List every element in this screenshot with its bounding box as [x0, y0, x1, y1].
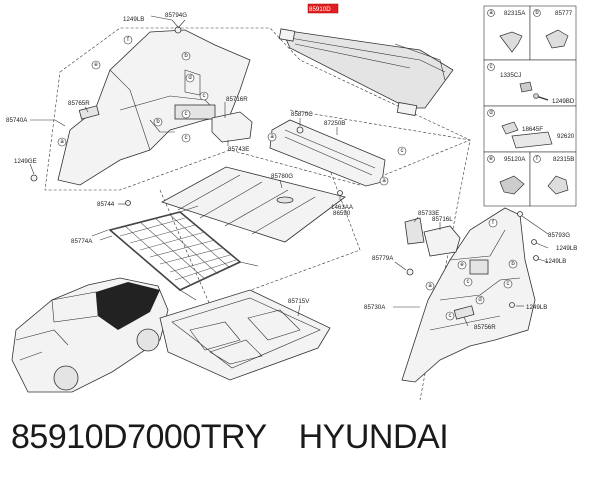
clip-1249LB-r3 [509, 302, 515, 308]
svg-text:b: b [156, 119, 160, 125]
svg-text:a: a [270, 134, 274, 140]
clip-1463AA [337, 190, 343, 196]
svg-text:c: c [449, 313, 452, 319]
brand-name: HYUNDAI [298, 418, 449, 456]
label-85743E: 85743E [228, 146, 249, 153]
svg-text:d: d [478, 297, 481, 303]
clip-85779A [406, 268, 414, 276]
label-85910D: 85910D [309, 6, 331, 13]
label-85779A: 85779A [372, 255, 394, 262]
right-quarter-trim [401, 207, 536, 383]
label-1463AA: 1463AA [331, 204, 354, 211]
svg-text:b: b [535, 10, 539, 16]
label-86590: 86590 [333, 210, 351, 217]
trim-plate-85765R [78, 105, 100, 120]
svg-text:b: b [184, 53, 188, 59]
svg-text:c: c [490, 64, 493, 70]
parts-diagram: 85910D [6, 3, 577, 400]
svg-text:d: d [188, 75, 191, 81]
label-1249LB: 1249LB [123, 16, 144, 23]
clip-1249LB-r2 [533, 255, 539, 261]
trim-cover-85716R [211, 111, 253, 143]
label-85793G: 85793G [548, 232, 570, 239]
assembly-outline-right [289, 109, 471, 400]
leader-lines [29, 15, 549, 327]
assembly-outline [44, 27, 471, 191]
label-85733E: 85733E [418, 210, 439, 217]
clip-85870C [296, 126, 304, 134]
svg-text:c: c [467, 279, 470, 285]
svg-text:c: c [507, 281, 510, 287]
label-1249LB-r2: 1249LB [545, 258, 566, 265]
lamp-92620-icon [511, 131, 553, 149]
callout-markers: f e b d c c b c a a c a a e f b c c d [57, 35, 518, 321]
part-number: 85910D7000TRY [11, 418, 267, 456]
label-1249GE: 1249GE [14, 158, 37, 165]
legend-e-part: 95120A [504, 156, 526, 163]
label-85765R: 85765R [68, 100, 90, 107]
label-85780G: 85780G [271, 173, 293, 180]
label-1249LB-r1: 1249LB [556, 245, 577, 252]
svg-text:d: d [489, 110, 492, 116]
label-85870C: 85870C [291, 111, 313, 118]
svg-text:a: a [382, 178, 386, 184]
svg-text:b: b [511, 261, 515, 267]
svg-text:a: a [428, 283, 432, 289]
label-87250B: 87250B [324, 120, 345, 127]
nut-1335CJ-icon [519, 81, 533, 93]
label-1249LB-r3: 1249LB [526, 304, 547, 311]
legend-b-part: 85777 [555, 10, 573, 17]
legend-a-part: 82315A [504, 10, 526, 17]
tailgate-scuff-plate [269, 119, 386, 187]
label-85716L: 85716L [432, 216, 453, 223]
clip-85777-icon [545, 29, 569, 49]
svg-text:e: e [460, 262, 464, 268]
legend-table: a 82315A b 85777 c 1335CJ 1249BD d 18645… [483, 5, 577, 207]
legend-c-part2: 1249BD [552, 98, 575, 105]
legend-d-part2: 92620 [557, 133, 575, 140]
clip-82315A-icon [499, 31, 523, 53]
left-quarter-trim [57, 29, 251, 186]
trim-cover-85716L [423, 225, 461, 257]
label-85794G: 85794G [165, 12, 187, 19]
cargo-cover-highlight [307, 3, 339, 14]
label-85716R: 85716R [226, 96, 248, 103]
svg-text:f: f [127, 37, 129, 43]
label-85774A: 85774A [71, 238, 93, 245]
label-85730A: 85730A [364, 304, 386, 311]
svg-text:c: c [401, 148, 404, 154]
svg-text:a: a [60, 139, 64, 145]
clip-1249GE [30, 174, 38, 182]
clip-82315B-icon [547, 175, 569, 195]
svg-text:c: c [185, 135, 188, 141]
label-85756R: 85756R [474, 324, 496, 331]
svg-text:f: f [492, 220, 494, 226]
part-caption: 85910D7000TRY HYUNDAI [11, 418, 591, 468]
bracket-85733E [404, 217, 425, 245]
label-85744: 85744 [97, 201, 115, 208]
svg-text:e: e [94, 62, 98, 68]
socket-95120A-icon [499, 175, 525, 195]
clip-1249LB-r1 [531, 239, 537, 245]
legend-f-part: 82315B [553, 156, 574, 163]
assembly-outline-floor [159, 169, 361, 306]
clip-85793G [517, 211, 523, 217]
svg-text:e: e [489, 156, 493, 162]
svg-text:f: f [536, 156, 538, 162]
svg-text:a: a [489, 10, 493, 16]
legend-d-part1: 18645F [522, 126, 543, 133]
cargo-cover-85910D [278, 28, 454, 116]
clip-85744 [125, 200, 131, 206]
svg-text:c: c [203, 93, 206, 99]
lamp-18645F-icon [501, 121, 519, 135]
luggage-tray [159, 289, 331, 381]
vehicle-illustration [11, 277, 169, 393]
plate-85756R [453, 305, 475, 320]
label-85715V: 85715V [288, 298, 310, 305]
label-85740A: 85740A [6, 117, 28, 124]
luggage-board [160, 166, 346, 243]
svg-text:c: c [185, 111, 188, 117]
cargo-net [91, 205, 259, 301]
legend-c-part1: 1335CJ [500, 72, 521, 79]
